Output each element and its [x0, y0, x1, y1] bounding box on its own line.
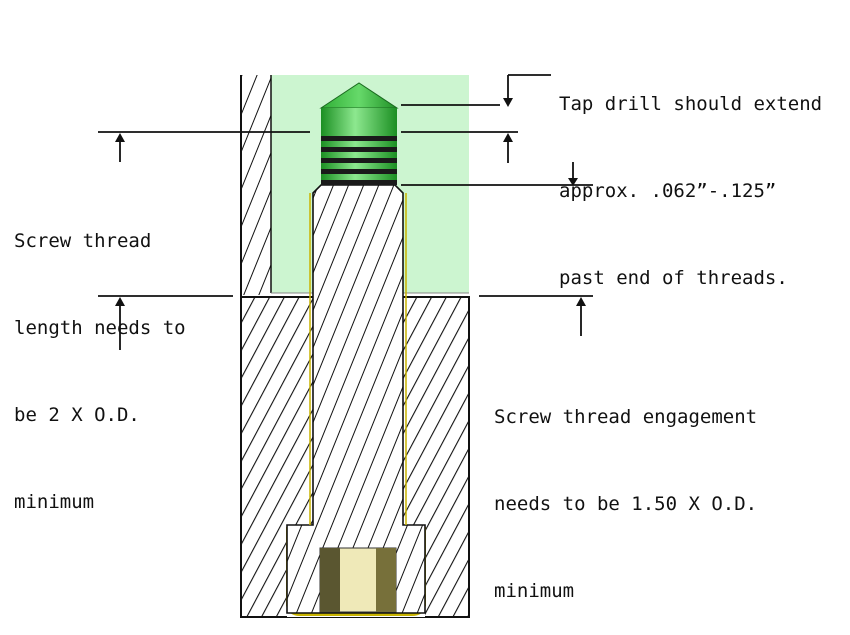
drill-hole	[319, 82, 399, 185]
arrowhead-up	[576, 297, 586, 306]
hex-socket	[319, 547, 397, 613]
arrowheads	[115, 98, 586, 306]
engagement-note: Screw thread engagement needs to be 1.50…	[494, 345, 757, 635]
arrowhead-down	[503, 98, 513, 107]
thread-length-note-line: length needs to	[14, 317, 186, 339]
arrowhead-up	[115, 297, 125, 306]
tap-drill-note-line: approx. .062”-.125”	[559, 180, 777, 202]
thread-bands	[321, 136, 397, 185]
engagement-note-line: needs to be 1.50 X O.D.	[494, 493, 758, 515]
thread-length-note: Screw thread length needs to be 2 X O.D.…	[14, 169, 186, 546]
arrowhead-up	[115, 133, 125, 142]
tap-drill-note-line: past end of threads.	[559, 267, 788, 289]
tap-drill-note-line: Tap drill should extend	[559, 93, 823, 115]
dimension-lines	[98, 74, 593, 350]
tap-drill-note: Tap drill should extend approx. .062”-.1…	[559, 32, 822, 322]
engagement-note-line: Screw thread engagement	[494, 406, 758, 428]
arrowhead-up	[503, 133, 513, 142]
thread-length-note-line: Screw thread	[14, 230, 152, 252]
screw	[286, 184, 426, 614]
thread-length-note-line: be 2 X O.D.	[14, 404, 140, 426]
arrowhead-down	[568, 178, 578, 186]
engagement-note-line: minimum	[494, 580, 575, 602]
thread-length-note-line: minimum	[14, 491, 95, 513]
